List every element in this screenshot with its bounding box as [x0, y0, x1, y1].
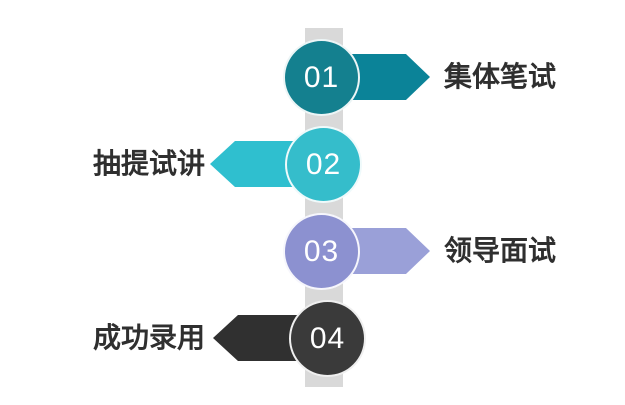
- step-3-circle: 03: [283, 213, 360, 290]
- step-4-circle: 04: [289, 300, 366, 377]
- step-1-circle: 01: [283, 39, 360, 116]
- step-3-number: 03: [303, 234, 340, 268]
- step-4-label: 成功录用: [92, 322, 205, 353]
- step-1-number: 01: [303, 60, 340, 94]
- step-2-label: 抽提试讲: [92, 148, 205, 179]
- step-2-number: 02: [305, 147, 342, 181]
- step-3-label: 领导面试: [444, 235, 557, 266]
- step-2-circle: 02: [285, 126, 362, 203]
- step-4-number: 04: [309, 321, 346, 355]
- step-1-label: 集体笔试: [444, 61, 557, 92]
